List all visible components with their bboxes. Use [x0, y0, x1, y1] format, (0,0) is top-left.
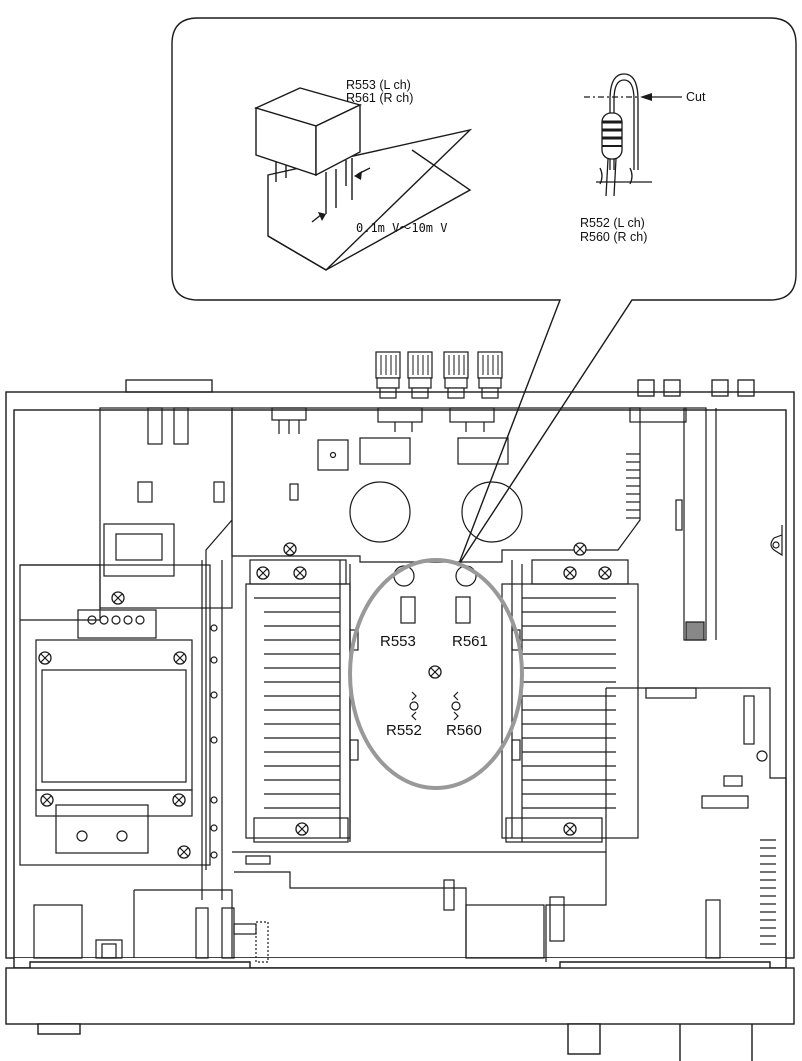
- rear-connectors: [125, 351, 755, 399]
- right-heatsink: [501, 559, 639, 843]
- board-label-r560: R560: [446, 722, 482, 739]
- transformer-section: [19, 407, 233, 900]
- chassis-outline: [5, 391, 795, 959]
- resistor-bottom-label-2: R560 (R ch): [580, 230, 647, 244]
- board-label-r553: R553: [380, 633, 416, 650]
- cut-resistor-illustration: [584, 73, 682, 197]
- sense-resistor-illustration: [254, 87, 473, 271]
- right-board: [545, 407, 787, 962]
- amplifier-board: [231, 407, 641, 563]
- resistor-bottom-label-1: R552 (L ch): [580, 216, 645, 230]
- resistor-top-label-1: R553 (L ch): [346, 78, 411, 92]
- board-label-r561: R561: [452, 633, 488, 650]
- bottom-boards: [33, 851, 606, 963]
- cut-label: Cut: [686, 90, 706, 104]
- resistor-top-label-2: R561 (R ch): [346, 91, 413, 105]
- left-heatsink: [245, 559, 359, 843]
- board-label-r552: R552: [386, 722, 422, 739]
- highlight-ring: [348, 558, 524, 790]
- front-panel: [5, 958, 795, 1061]
- measurement-range-label: 0.1m V～10m V: [356, 221, 447, 235]
